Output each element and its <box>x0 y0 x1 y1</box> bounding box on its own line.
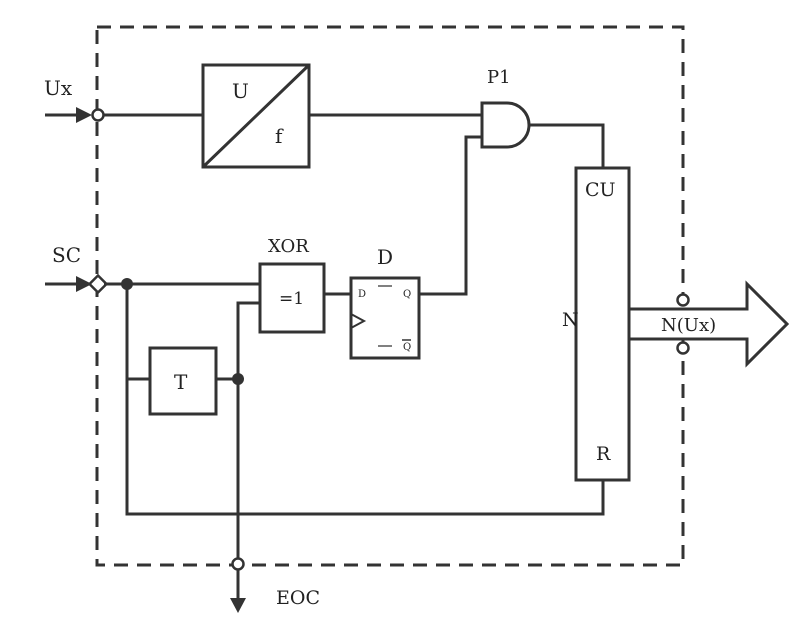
timer-t: T <box>148 346 218 416</box>
xor-gate: =1 XOR <box>258 236 326 334</box>
counter: CU N R <box>562 166 631 482</box>
eoc-output <box>230 379 246 613</box>
wire-reset <box>125 379 605 516</box>
ux-input <box>45 107 203 123</box>
ff-d-pin: D <box>358 289 366 300</box>
f-label: f <box>275 124 284 148</box>
ff-q-pin: Q <box>403 289 411 300</box>
ux-label: Ux <box>44 76 73 100</box>
wire-sc-to-t <box>125 284 150 381</box>
ff-qbar-pin: Q <box>403 342 411 353</box>
r-label: R <box>596 443 611 465</box>
nux-label: N(Ux) <box>661 315 716 336</box>
nux-output-bus <box>627 280 790 368</box>
sc-label: SC <box>52 243 81 267</box>
t-label: T <box>174 370 188 394</box>
sc-input <box>45 273 260 295</box>
u-f-converter: U f <box>201 63 311 169</box>
and-gate-p1: P1 <box>480 67 531 149</box>
eoc-label: EOC <box>276 587 320 609</box>
xor-symbol: =1 <box>279 289 304 309</box>
d-label: D <box>377 245 393 269</box>
p1-label: P1 <box>487 67 511 88</box>
wire-t-to-xor <box>236 301 260 379</box>
xor-label: XOR <box>268 236 309 257</box>
d-flip-flop: D D Q Q <box>349 245 421 360</box>
wire-q-to-p1 <box>419 135 482 296</box>
u-label: U <box>232 79 249 103</box>
cu-label: CU <box>585 179 616 201</box>
n-label: N <box>562 309 579 331</box>
wire-p1-to-cu <box>529 123 605 168</box>
